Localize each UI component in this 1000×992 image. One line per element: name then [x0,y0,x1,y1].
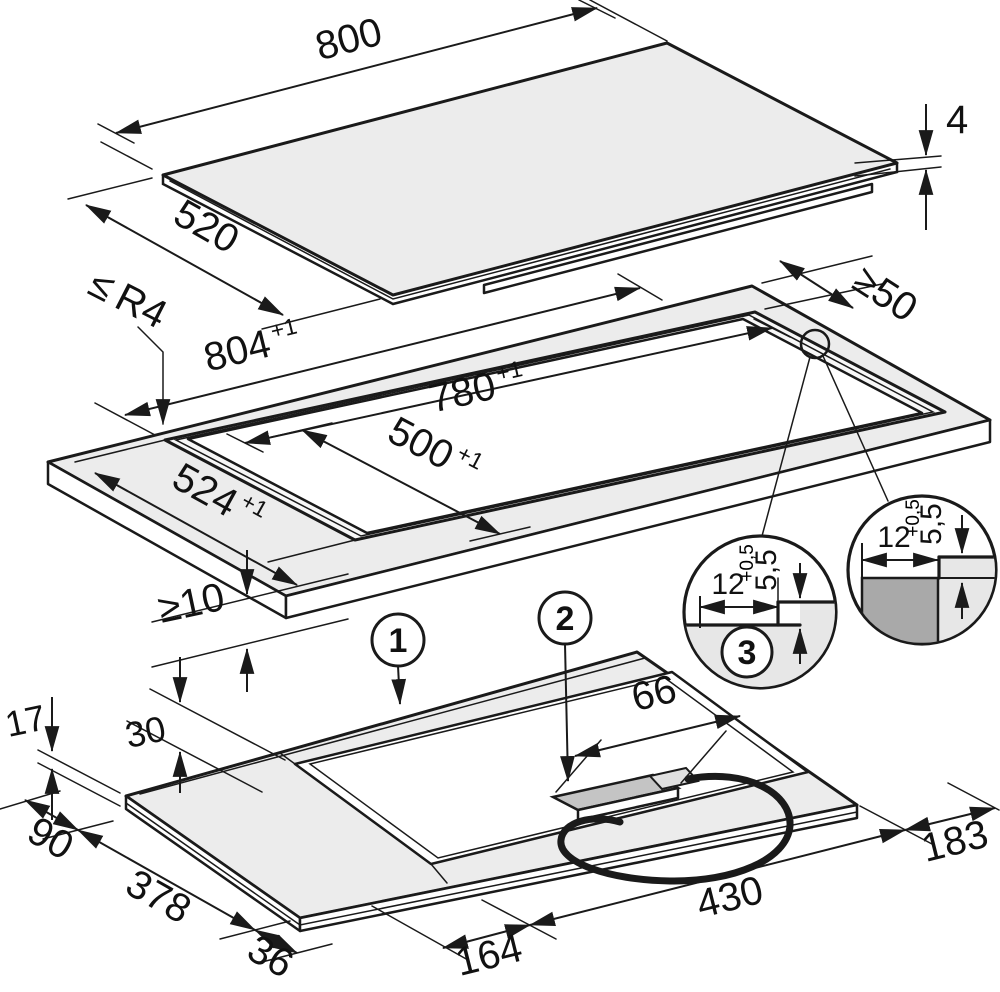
dim-label-66: 66 [627,667,681,720]
glass-frame-strip [482,182,874,295]
detail-marker-circle [799,328,831,360]
housing-box-inner [308,677,795,859]
dim-label-164: 164 [451,926,526,985]
callout-seal-detail: 3 [720,625,774,679]
callout-mains-box: 2 [537,590,593,783]
dim-label-378: 378 [119,861,199,932]
dim-mains-box-width: 66 [555,667,742,793]
cable-gland [648,766,700,791]
dim-label-800: 800 [311,10,387,69]
detail2-step-width-tol: +0,5 [903,499,924,537]
glass-edge [161,161,899,306]
detail1-step-depth: 5,5 [750,549,783,591]
dim-label-30: 30 [122,708,170,756]
callout-glass-panel: 1 [370,612,426,706]
dim-corner-radius: ≤R4 [82,261,174,426]
dim-edge-height: 17 [2,697,121,820]
dim-label-17: 17 [2,697,50,745]
detail2-step-width: 12 [877,521,910,554]
callout-3-label: 3 [738,634,757,672]
dim-label-4: 4 [946,98,968,142]
callout-2-label: 2 [556,600,575,638]
glass-top-face [161,41,899,297]
worktop-cutout-view: 804+1 780+1 500+1 524+1 [46,255,992,692]
dim-label-50: ≥50 [845,258,925,331]
dim-label-90: 90 [20,809,80,869]
detail1-step-width-tol: +0,5 [737,544,758,582]
detail2-step-depth: 5,5 [915,503,948,545]
dim-panel-thickness: 4 [854,98,968,230]
dim-label-36: 36 [240,927,300,987]
detail-leader-left [761,356,811,537]
callout-1-label: 1 [389,622,408,660]
glass-panel-view: 800 520 4 [67,0,968,330]
detail-leader-right [822,355,889,502]
underside-view: 1 2 66 17 [0,590,1000,987]
dim-label-10: ≥10 [154,575,228,632]
detail-circle-left: 12 +0,5 5,5 3 [682,534,838,690]
dim-label-r4: ≤R4 [82,261,174,337]
dim-housing-height: 30 [122,657,286,793]
detail-circle-right: 12 +0,5 5,5 [846,494,998,646]
detail1-step-width: 12 [711,568,744,601]
mains-box-side [576,786,680,822]
worktop-side-front [284,418,992,620]
dim-label-183: 183 [917,812,992,871]
